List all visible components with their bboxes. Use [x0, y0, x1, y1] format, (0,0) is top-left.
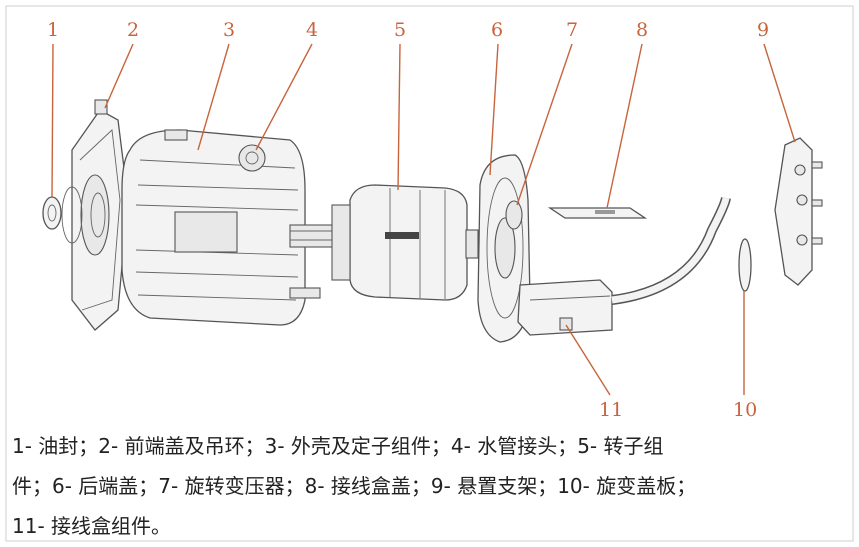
terminal-box-assembly-part	[517, 196, 731, 336]
rotor-assembly-part	[289, 184, 479, 301]
label-3: 3	[223, 19, 235, 41]
leader-line-5	[397, 43, 401, 191]
leader-line-4	[255, 43, 313, 151]
leader-line-8	[606, 43, 643, 209]
front-end-cover-part	[61, 99, 129, 331]
label-6: 6	[491, 19, 503, 41]
leader-line-11	[565, 324, 611, 396]
resolver-cover-plate-part	[738, 238, 752, 292]
label-4: 4	[306, 19, 318, 41]
label-8: 8	[636, 19, 648, 41]
leader-line-1	[51, 43, 54, 198]
label-5: 5	[394, 19, 406, 41]
leader-line-9	[763, 43, 796, 143]
label-9: 9	[757, 19, 769, 41]
leader-line-3	[197, 43, 230, 151]
resolver-part	[505, 200, 523, 230]
caption-line-2: 件；6- 后端盖；7- 旋转变压器；8- 接线盒盖；9- 悬置支架；10- 旋变…	[12, 474, 697, 498]
label-7: 7	[566, 19, 578, 41]
figure-border	[5, 5, 854, 542]
legend-caption: 1- 油封；2- 前端盖及吊环；3- 外壳及定子组件；4- 水管接头；5- 转子…	[12, 426, 852, 546]
water-pipe-connector-part	[238, 144, 266, 172]
leader-lines	[51, 43, 796, 396]
leader-line-7	[516, 43, 573, 206]
terminal-box-cover-part	[547, 207, 648, 219]
part-labels: 1 2 3 4 5 6 7 8 9 10 11	[47, 19, 769, 421]
label-11: 11	[599, 399, 623, 421]
caption-line-3: 11- 接线盒组件。	[12, 514, 172, 538]
leader-line-2	[104, 43, 134, 109]
suspension-bracket-part	[774, 137, 823, 286]
label-10: 10	[733, 399, 757, 421]
label-1: 1	[47, 19, 59, 41]
oil-seal-part	[42, 196, 62, 230]
caption-line-1: 1- 油封；2- 前端盖及吊环；3- 外壳及定子组件；4- 水管接头；5- 转子…	[12, 434, 664, 458]
leader-line-6	[489, 43, 499, 176]
label-2: 2	[127, 19, 139, 41]
housing-stator-part	[121, 129, 321, 326]
